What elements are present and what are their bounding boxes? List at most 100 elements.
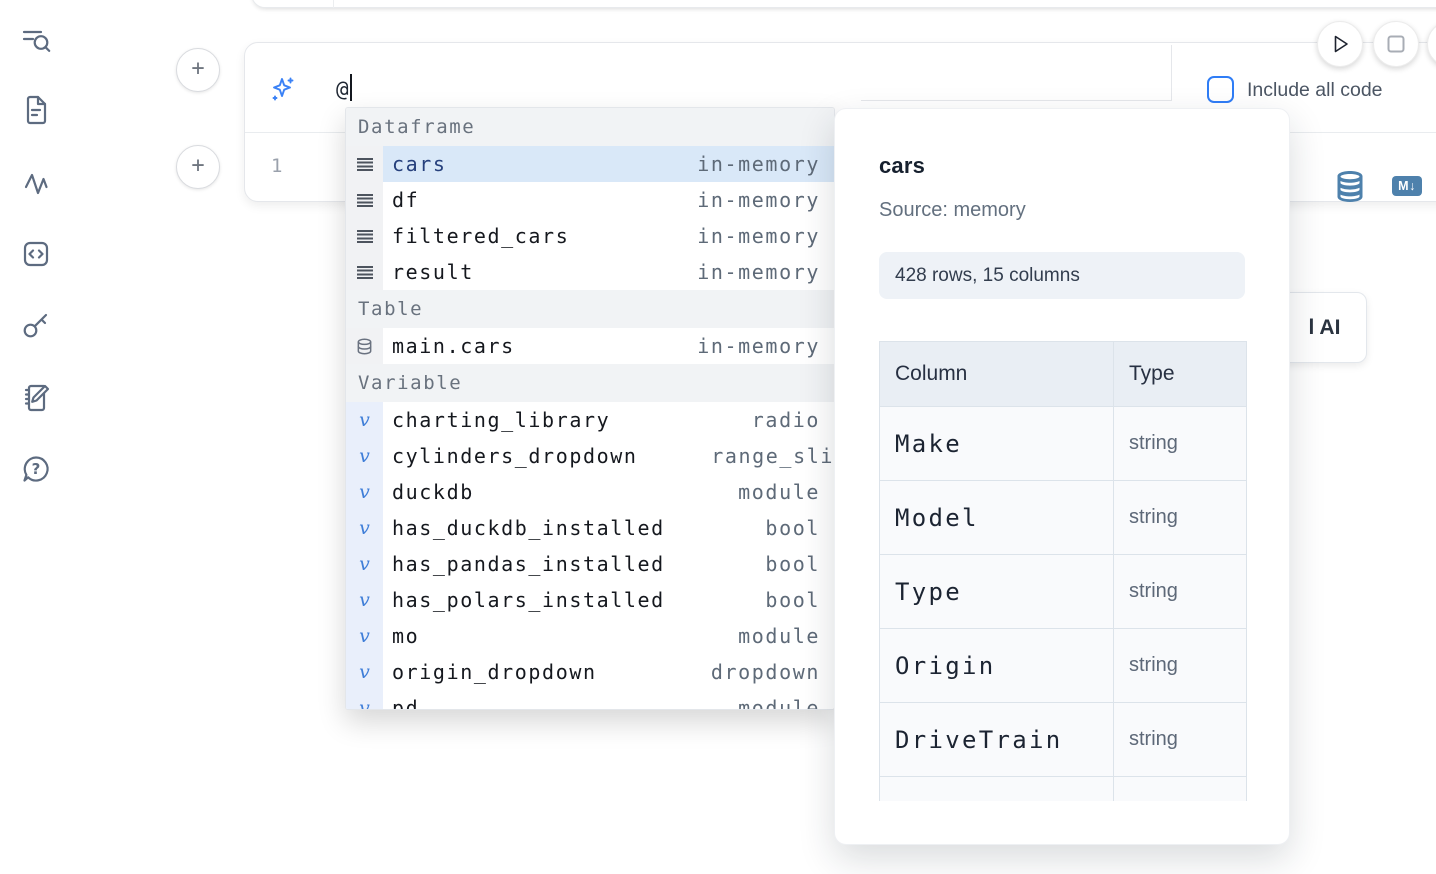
variable-icon: v [359, 661, 370, 683]
dataframe-icon [356, 193, 373, 207]
item-gutter [346, 146, 383, 182]
autocomplete-item[interactable]: cars in-memory [346, 146, 834, 182]
autocomplete-item-name: cylinders_dropdown [392, 444, 638, 468]
autocomplete-section-header: Variable [346, 364, 834, 402]
autocomplete-item-type: module [738, 696, 820, 710]
add-cell-below-button[interactable]: + [176, 145, 220, 189]
autocomplete-item-type: in-memory [697, 188, 820, 212]
autocomplete-item[interactable]: v cylinders_dropdown range_sli [346, 438, 834, 474]
schema-row: Make string [880, 406, 1246, 480]
file-document-icon[interactable] [20, 94, 52, 126]
variable-icon: v [359, 445, 370, 467]
autocomplete-item-type: radio [751, 408, 820, 432]
dataframe-icon [356, 157, 373, 171]
autocomplete-item-type: module [738, 624, 820, 648]
include-all-code-label: Include all code [1247, 79, 1383, 101]
autocomplete-item-name: cars [392, 152, 447, 176]
secrets-key-icon[interactable] [20, 309, 52, 341]
autocomplete-item-type: in-memory [697, 224, 820, 248]
dataframe-detail-popup: cars Source: memory 428 rows, 15 columns… [834, 108, 1290, 845]
line-number: 1 [271, 155, 283, 177]
autocomplete-item-name: has_pandas_installed [392, 552, 665, 576]
autocomplete-item-type: in-memory [697, 152, 820, 176]
help-chat-icon[interactable]: ? [20, 453, 52, 485]
include-all-code-checkbox[interactable] [1207, 76, 1234, 103]
markdown-convert-icon[interactable]: M↓ [1392, 176, 1422, 196]
prompt-checkbox-divider [1171, 45, 1172, 101]
previous-cell-edge [251, 0, 1436, 8]
autocomplete-item-name: df [392, 188, 420, 212]
schema-column-type [1114, 777, 1246, 801]
schema-column-name: Type [880, 555, 1114, 628]
schema-column-name: Make [880, 407, 1114, 480]
previous-cell-divider [333, 0, 334, 8]
schema-column-type: string [1129, 580, 1178, 602]
popup-source: Source: memory [879, 199, 1026, 221]
autocomplete-item-type: bool [765, 516, 820, 540]
variable-icon: v [359, 517, 370, 539]
item-gutter [346, 328, 383, 364]
item-gutter: v [346, 582, 383, 618]
database-tool-icon[interactable] [1336, 171, 1364, 202]
stop-cell-button[interactable] [1373, 21, 1419, 67]
autocomplete-item-type: bool [765, 552, 820, 576]
schema-column-type: string [1129, 432, 1178, 454]
schema-column-name [880, 777, 1114, 801]
item-gutter [346, 182, 383, 218]
autocomplete-item-name: duckdb [392, 480, 474, 504]
autocomplete-item[interactable]: filtered_cars in-memory [346, 218, 834, 254]
activity-icon[interactable] [20, 167, 52, 199]
autocomplete-item-type: in-memory [697, 334, 820, 358]
autocomplete-item-type: range_sli [711, 444, 834, 468]
autocomplete-item-type: in-memory [697, 260, 820, 284]
sparkles-icon [269, 76, 297, 104]
ai-prompt-value: @ [336, 77, 349, 101]
variable-icon: v [359, 481, 370, 503]
schema-column-name: Origin [880, 629, 1114, 702]
include-all-code-zone: Include all code [1171, 43, 1436, 132]
code-editor-row[interactable]: 1 M↓ [245, 133, 1436, 202]
autocomplete-item[interactable]: v has_duckdb_installed bool [346, 510, 834, 546]
item-gutter: v [346, 546, 383, 582]
text-cursor [349, 74, 352, 101]
autocomplete-item-name: main.cars [392, 334, 515, 358]
add-cell-above-button[interactable]: + [176, 48, 220, 92]
item-gutter [346, 218, 383, 254]
popup-title: cars [879, 153, 926, 178]
scratchpad-icon[interactable] [20, 381, 52, 413]
ai-prompt-input[interactable]: @ [336, 74, 352, 101]
search-list-icon[interactable] [20, 24, 52, 56]
item-gutter: v [346, 654, 383, 690]
schema-header-type: Type [1129, 362, 1175, 385]
autocomplete-item[interactable]: main.cars in-memory [346, 328, 834, 364]
schema-header-column: Column [880, 342, 1114, 406]
schema-column-name: Model [880, 481, 1114, 554]
autocomplete-item-name: has_duckdb_installed [392, 516, 665, 540]
code-snippets-icon[interactable] [20, 238, 52, 270]
autocomplete-item-name: has_polars_installed [392, 588, 665, 612]
run-cell-button[interactable] [1317, 21, 1363, 67]
svg-text:?: ? [32, 460, 41, 478]
schema-column-type: string [1129, 654, 1178, 676]
item-gutter: v [346, 510, 383, 546]
autocomplete-item-type: dropdown [710, 660, 820, 684]
autocomplete-item-name: filtered_cars [392, 224, 570, 248]
item-gutter [346, 254, 383, 290]
dataframe-icon [356, 229, 373, 243]
variable-icon: v [359, 697, 370, 710]
autocomplete-item[interactable]: v has_pandas_installed bool [346, 546, 834, 582]
schema-column-name: DriveTrain [880, 703, 1114, 776]
schema-column-type: string [1129, 506, 1178, 528]
database-icon [357, 338, 372, 354]
autocomplete-item[interactable]: df in-memory [346, 182, 834, 218]
item-gutter: v [346, 618, 383, 654]
